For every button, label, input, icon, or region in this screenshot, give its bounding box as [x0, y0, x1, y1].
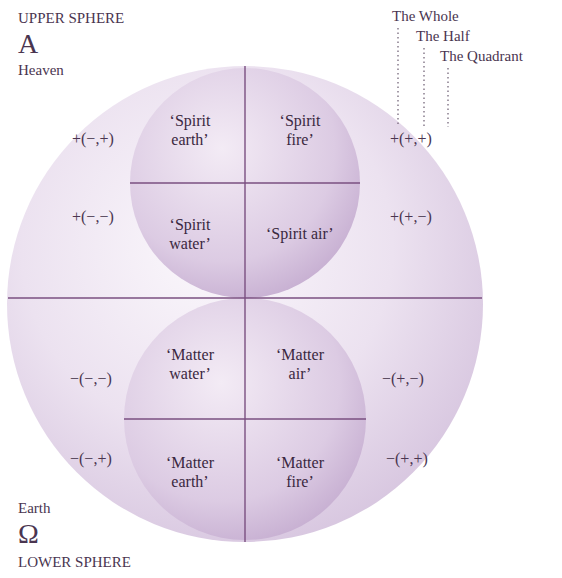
sphere-label: The Half	[416, 28, 470, 45]
sphere-label: Earth	[18, 500, 50, 517]
quadrant-region: ‘Matter fire’	[264, 453, 336, 491]
greek-letter: Ω	[18, 518, 39, 550]
quadrant-label: ‘Matter earth’	[154, 453, 226, 491]
quadrant-label: ‘Matter fire’	[264, 453, 336, 491]
sphere-label: The Quadrant	[440, 48, 523, 65]
quadrant-region: ‘Matter earth’	[154, 453, 226, 491]
sphere-label: −(+,+)	[386, 450, 428, 468]
sphere-label: +(+,−)	[390, 208, 432, 226]
quadrant-label: ‘Spirit water’	[154, 215, 226, 253]
sphere-label: +(−,−)	[72, 208, 114, 226]
sphere-label: −(+,−)	[382, 370, 424, 388]
quadrant-region: ‘Spirit fire’	[264, 111, 336, 149]
quadrant-region: ‘Spirit air’	[266, 224, 334, 243]
sphere-label: Heaven	[18, 62, 64, 79]
sphere-label: LOWER SPHERE	[18, 554, 131, 571]
quadrant-label: ‘Matter water’	[154, 345, 226, 383]
sphere-label: −(−,+)	[70, 450, 112, 468]
sphere-label: +(+,+)	[390, 130, 432, 148]
sphere-label: −(−,−)	[70, 370, 112, 388]
quadrant-region: ‘Spirit earth’	[154, 111, 226, 149]
quadrant-label: ‘Matter air’	[264, 345, 336, 383]
quadrant-label: ‘Spirit fire’	[264, 111, 336, 149]
sphere-label: The Whole	[392, 8, 459, 25]
quadrant-region: ‘Matter air’	[264, 345, 336, 383]
quadrant-label: ‘Spirit air’	[266, 224, 334, 243]
quadrant-region: ‘Matter water’	[154, 345, 226, 383]
sphere-label: UPPER SPHERE	[18, 10, 124, 27]
greek-letter: A	[18, 28, 38, 60]
quadrant-region: ‘Spirit water’	[154, 215, 226, 253]
quadrant-label: ‘Spirit earth’	[154, 111, 226, 149]
sphere-label: +(−,+)	[72, 130, 114, 148]
